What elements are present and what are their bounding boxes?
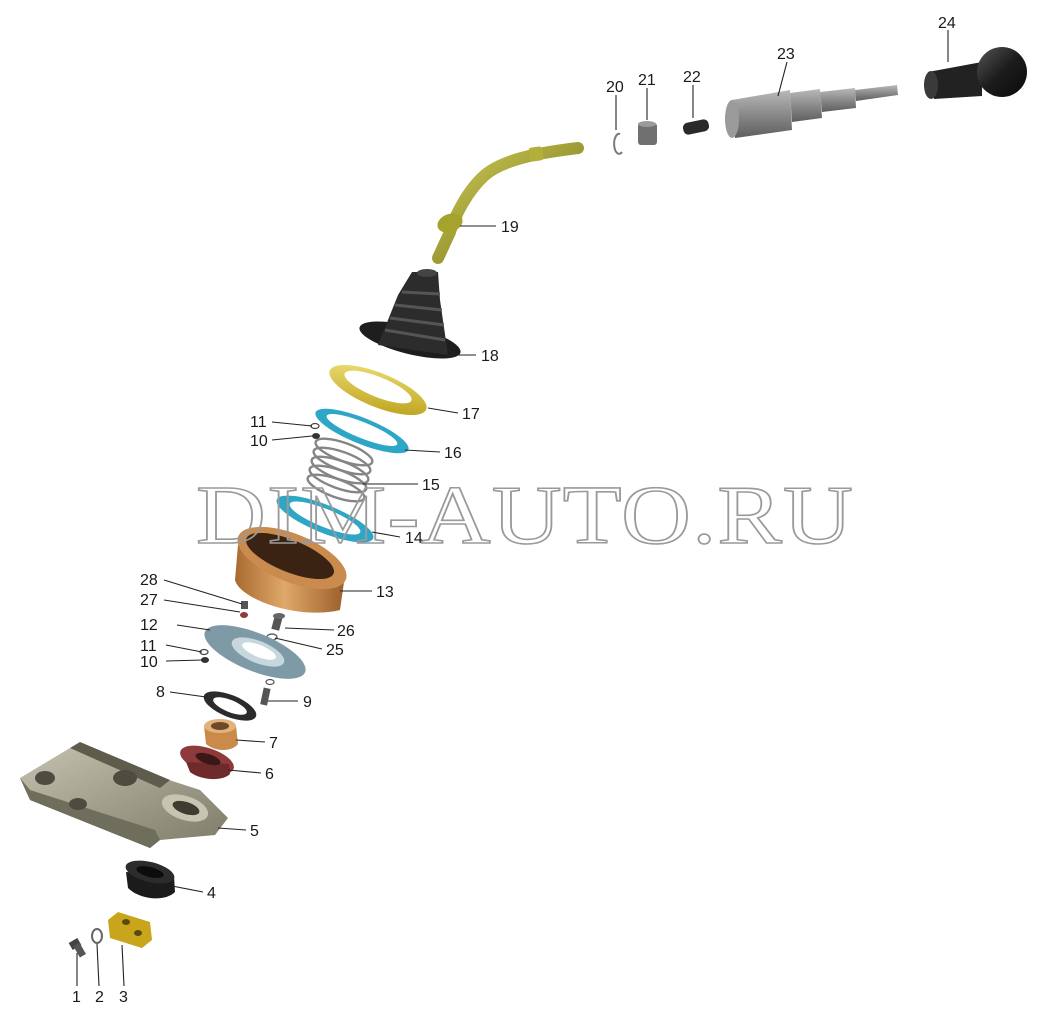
label-part-23: 23 xyxy=(777,46,795,63)
washer-11-upper-part xyxy=(310,422,320,430)
label-part-17: 17 xyxy=(462,406,480,423)
upper-gasket-part xyxy=(315,408,409,454)
label-part-16: 16 xyxy=(444,445,462,462)
nut-10-upper-part xyxy=(312,433,320,439)
lever-housing-part xyxy=(20,742,228,848)
label-part-2: 2 xyxy=(95,989,104,1006)
label-part-13: 13 xyxy=(376,584,394,601)
label-part-14: 14 xyxy=(405,530,423,547)
grommet-part xyxy=(125,860,175,899)
label-part-7: 7 xyxy=(269,735,278,752)
bolt-9-part xyxy=(260,678,275,706)
retaining-ring-part xyxy=(613,132,623,155)
label-part-26: 26 xyxy=(337,623,355,640)
label-part-10-lower: 10 xyxy=(140,654,158,671)
bushing-part xyxy=(638,121,657,145)
label-part-18: 18 xyxy=(481,348,499,365)
shift-lever-part xyxy=(432,142,584,264)
small-screw-part xyxy=(241,601,248,609)
label-part-25: 25 xyxy=(326,642,344,659)
label-part-20: 20 xyxy=(606,79,624,96)
spring-part xyxy=(306,437,374,503)
label-part-6: 6 xyxy=(265,766,274,783)
cover-frame-part xyxy=(329,364,427,416)
label-part-27: 27 xyxy=(140,592,158,609)
bolt-26-part xyxy=(271,613,285,631)
rubber-boot-part xyxy=(359,269,461,359)
label-part-24: 24 xyxy=(938,15,956,32)
shift-rod-part xyxy=(725,85,898,138)
leader-lines xyxy=(76,30,949,987)
label-part-22: 22 xyxy=(683,69,701,86)
clamp-part xyxy=(108,912,152,948)
part-number-labels: 1 2 3 4 5 6 7 8 9 10 11 12 25 26 27 28 1… xyxy=(72,15,956,1006)
label-part-12: 12 xyxy=(140,617,158,634)
mounting-plate-part xyxy=(204,625,306,679)
pin-part xyxy=(682,119,710,135)
gear-knob-part xyxy=(924,47,1027,99)
label-part-1: 1 xyxy=(72,989,81,1006)
red-bushing-part xyxy=(180,745,234,780)
watermark-text: DIM-AUTO.RU xyxy=(196,469,854,562)
label-part-8: 8 xyxy=(156,684,165,701)
label-part-11-lower: 11 xyxy=(140,638,157,655)
lower-gasket-part xyxy=(276,495,374,543)
cover-cup-part xyxy=(235,526,347,613)
small-washer-part xyxy=(240,612,248,618)
label-part-5: 5 xyxy=(250,823,259,840)
label-part-11-upper: 11 xyxy=(250,414,267,431)
label-part-4: 4 xyxy=(207,885,216,902)
washer-2-part xyxy=(91,928,103,944)
bronze-bushing-part xyxy=(204,719,238,750)
label-part-10-upper: 10 xyxy=(250,433,268,450)
label-part-19: 19 xyxy=(501,219,519,236)
label-part-3: 3 xyxy=(119,989,128,1006)
label-part-21: 21 xyxy=(638,72,656,89)
label-part-9: 9 xyxy=(303,694,312,711)
gasket-8-part xyxy=(203,691,257,721)
bolt-1-part xyxy=(68,938,86,958)
label-part-15: 15 xyxy=(422,477,440,494)
label-part-28: 28 xyxy=(140,572,158,589)
nut-10-lower-part xyxy=(201,657,209,663)
